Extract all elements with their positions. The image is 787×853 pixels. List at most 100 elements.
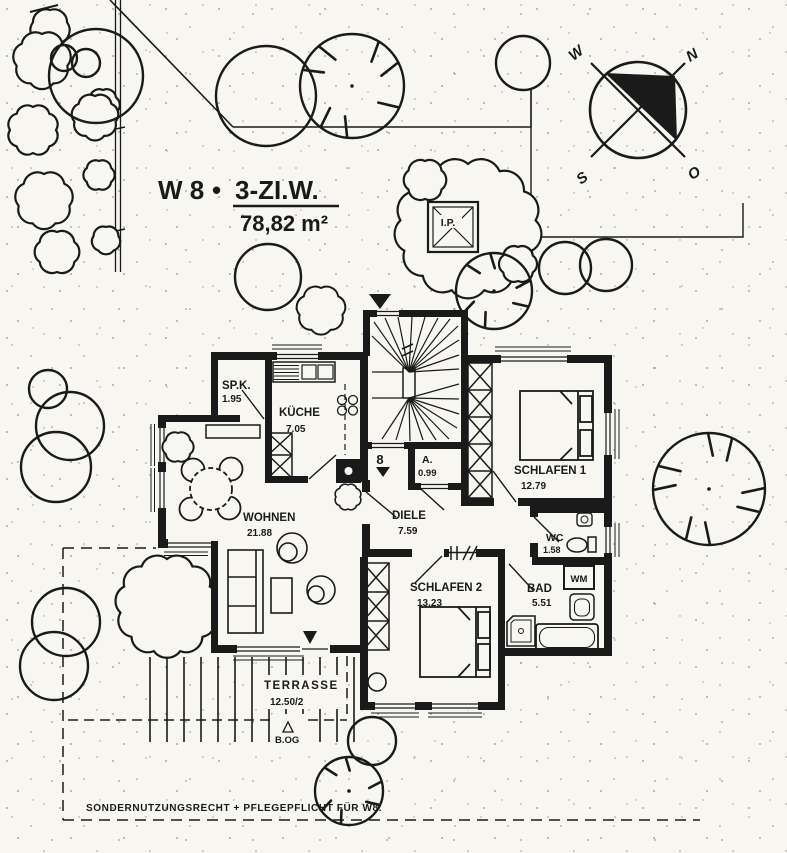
schlafen2-area: 13.23	[417, 598, 442, 609]
pergola: I.P.	[426, 200, 480, 254]
room-label-schlafen1: SCHLAFEN 1 12.79	[514, 465, 587, 492]
floor-lamp	[367, 672, 387, 692]
bad-area: 5.51	[532, 598, 552, 609]
cabinet-kueche	[267, 432, 293, 479]
terrasse-name: TERRASSE	[264, 680, 339, 692]
drainer-hatch	[274, 365, 299, 380]
wohnen-name: WOHNEN	[243, 512, 295, 524]
toilet	[566, 537, 588, 553]
dining-set	[178, 456, 244, 522]
room-label-spk: SP.K. 1.95	[222, 380, 251, 405]
compass-north-pointer	[605, 73, 677, 141]
sink-bowl-1	[301, 364, 317, 380]
tree	[27, 368, 69, 410]
tree	[233, 242, 303, 312]
bed-schlafen1	[519, 390, 594, 461]
tree	[298, 32, 406, 140]
hedge-blob	[7, 104, 59, 156]
terrace-door-arrow-icon	[303, 631, 317, 644]
kueche-name: KÜCHE	[279, 406, 320, 419]
bog-label-bg	[272, 714, 306, 747]
bathtub	[535, 623, 599, 652]
sideboard	[205, 424, 261, 439]
overlay-plants	[161, 285, 362, 511]
schlafen2-name: SCHLAFEN 2	[410, 582, 482, 594]
dining-table	[189, 467, 233, 511]
title-bullet: •	[212, 175, 221, 205]
special-use-note: SONDERNUTZUNGSRECHT + PFLEGEPFLICHT FÜR …	[86, 801, 382, 814]
bad-name: BAD	[527, 583, 552, 595]
tree	[494, 34, 552, 92]
tree-group	[18, 27, 767, 827]
tree	[214, 44, 318, 148]
wc-basin-bowl	[580, 515, 589, 524]
door-schlafen2	[414, 555, 443, 584]
pergola-hedge-lobe	[402, 158, 448, 202]
oven-dot	[344, 467, 353, 475]
east-boundary-line	[530, 90, 744, 238]
diele-area: 7.59	[398, 526, 418, 537]
wc-basin	[576, 512, 593, 527]
door-bad	[508, 563, 535, 592]
spk-area: 1.95	[222, 394, 242, 405]
window-sills	[150, 344, 620, 718]
room-label-wc: WC 1.58	[543, 532, 564, 555]
windows	[159, 310, 611, 709]
room-label-kueche: KÜCHE 7.05	[279, 406, 320, 435]
special-use-boundary	[62, 547, 700, 821]
shrub-circle	[49, 43, 79, 73]
pergola-hedge-lobe	[497, 245, 539, 283]
door-spk	[241, 389, 265, 420]
hedge-blob	[12, 31, 72, 91]
walls	[158, 310, 612, 710]
hedge-blob	[90, 225, 122, 256]
door-wohnen	[365, 491, 397, 518]
toilet-tank	[587, 536, 597, 553]
unit-entry-arrow-icon	[376, 467, 390, 477]
stove-rings	[336, 394, 359, 416]
wardrobe-schlafen2	[362, 562, 390, 651]
spk-name: SP.K.	[222, 380, 251, 392]
room-label-bad: BAD 5.51	[527, 583, 552, 609]
washing-machine	[563, 565, 595, 590]
room-label-diele: DIELE 7.59	[392, 510, 426, 537]
armchair-2	[306, 575, 336, 605]
room-labels: SP.K. 1.95 KÜCHE 7.05 SCHLAFEN 1 12.79 W…	[222, 380, 588, 747]
armchair-1	[276, 532, 308, 564]
bush-large	[114, 554, 220, 659]
bush	[70, 93, 120, 142]
washbasin-bowl	[573, 598, 591, 617]
unit-number-label: 8	[376, 452, 383, 467]
tree	[454, 251, 534, 331]
washbasin	[569, 593, 595, 621]
sofa	[227, 549, 264, 634]
compass-axis-nw-se	[590, 62, 686, 158]
schlafen1-area: 12.79	[521, 481, 546, 492]
pergola-label-bg	[434, 215, 462, 228]
stair-break-mark	[401, 350, 414, 357]
coffee-table	[270, 577, 293, 614]
sink-bowl-2	[317, 364, 334, 380]
wc-area: 1.58	[543, 545, 561, 555]
room-label-schlafen2: SCHLAFEN 2 13.23	[410, 582, 482, 609]
title-apartment-type: 3-ZI.W.	[235, 175, 319, 205]
door-abstell	[420, 488, 445, 511]
wc-name: WC	[546, 532, 564, 544]
staircase	[371, 316, 460, 442]
hedge-blob	[33, 229, 81, 275]
wohnen-furniture	[178, 424, 336, 634]
room-label-abstell: A. 0.99	[418, 454, 437, 479]
diagonal-boundary-line	[109, 0, 234, 128]
tree	[30, 586, 102, 658]
tree	[313, 755, 385, 827]
room-label-terrasse: TERRASSE 12.50/2	[261, 675, 339, 709]
tree	[578, 237, 634, 293]
title-floor-area: 78,82 m²	[240, 211, 328, 236]
sink-counter	[272, 361, 336, 383]
hedge-blob	[82, 159, 116, 191]
terrasse-label-bg	[261, 675, 339, 709]
terrasse-area: 12.50/2	[270, 697, 304, 708]
door-leaves	[241, 389, 560, 592]
shower-drain	[518, 628, 524, 634]
